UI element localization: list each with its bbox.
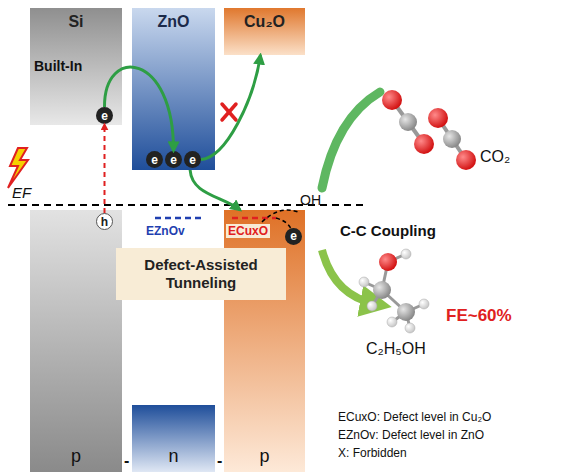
node-text: e [170,154,177,166]
text-label: - [217,452,222,470]
text-label: EZnOv: Defect level in ZnO [338,428,484,442]
text-label: ECuxO: Defect level in Cu₂O [338,410,491,424]
defect-level [155,217,202,220]
text-label: C-C Coupling [340,222,436,239]
text-label: CO₂ [480,148,510,166]
node-text: e [189,154,196,166]
node-text: Si [68,12,83,31]
edge-label: Built-In [34,58,82,74]
electron: e [184,151,201,168]
valence-band: n [132,405,215,472]
text-label: ECuxO [226,224,270,238]
text-label: EZnOv [146,224,185,238]
node-text: Cu₂O [244,12,285,31]
node-text: h [101,216,108,228]
arrow-connector [104,124,106,213]
hole: h [96,213,113,230]
text-label: X: Forbidden [338,446,407,460]
node-text: ZnO [158,12,190,31]
co2-molecule [428,108,476,170]
forbidden-cross [222,104,236,120]
arrow-connector [190,170,240,210]
node-text: Defect-Assisted Tunneling [120,256,282,292]
text-label: EF [12,184,31,201]
co2-molecule [382,90,434,154]
reaction-arrow [322,250,376,304]
process-box: Defect-Assisted Tunneling [116,248,286,300]
text-label: OH [300,192,321,208]
electron: e [165,151,182,168]
reaction-arrow [322,92,380,188]
node-text: p [259,446,269,468]
electron: e [285,228,302,245]
text-label: FE~60% [446,306,512,326]
ethanol-molecule [359,249,429,333]
node-text: n [168,446,178,468]
electron: e [96,107,113,124]
node-text: p [71,446,81,468]
light-icon [8,148,28,188]
node-text: e [101,110,108,122]
text-label: C₂H₅OH [366,340,426,358]
text-label: - [124,452,129,470]
electron: e [146,151,163,168]
valence-band: ph [30,210,122,472]
node-text: e [151,154,158,166]
conduction-band: Cu₂O [224,8,305,55]
